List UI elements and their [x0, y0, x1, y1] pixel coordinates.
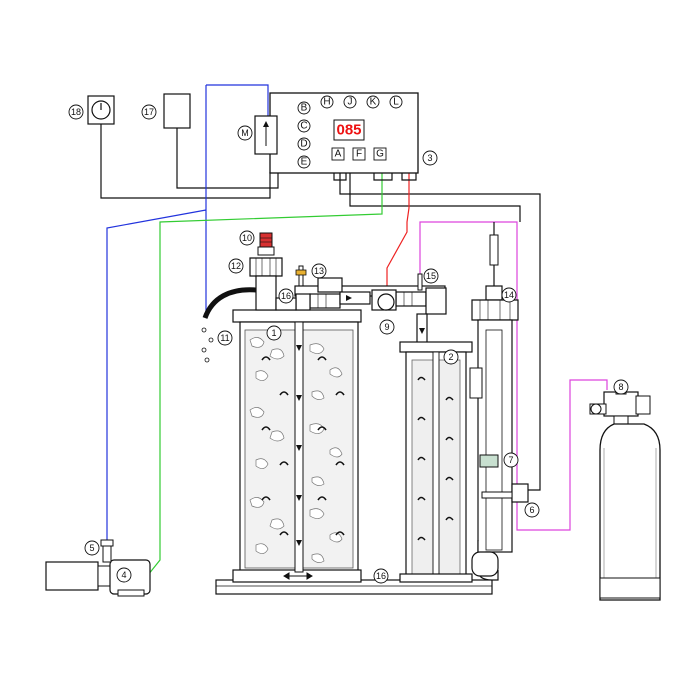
display-window [333, 119, 365, 141]
top-valve-assembly: 10 12 [228, 230, 283, 311]
callout-15: 15 [426, 271, 436, 281]
button-k[interactable]: K [370, 97, 377, 108]
callout-12: 12 [231, 261, 241, 271]
reactor-secondary-lid [399, 341, 473, 353]
callout-18: 18 [71, 107, 81, 117]
ph-probe-line [386, 172, 410, 292]
co2-cylinder: 8 [589, 379, 661, 601]
bottom-flow [283, 572, 313, 580]
recirc-pump [377, 293, 395, 311]
top-nut [249, 257, 283, 277]
controller: M H J K L B C D E 085 A F G 3 [237, 92, 438, 181]
probe-column: 7 6 14 [469, 222, 540, 581]
timer-unit: 18 [68, 95, 115, 125]
regulator [603, 391, 639, 417]
button-b[interactable]: B [301, 103, 308, 114]
button-e[interactable]: E [301, 157, 308, 168]
callout-7: 7 [508, 455, 513, 465]
union-right [395, 291, 427, 307]
button-j[interactable]: J [348, 97, 353, 108]
pump-power-line [106, 84, 269, 540]
callout-10: 10 [242, 233, 252, 243]
feed-pump: 5 4 [45, 539, 151, 597]
pump-control-line [147, 172, 383, 576]
button-d[interactable]: D [300, 139, 307, 150]
valve-13 [295, 269, 307, 276]
signal-wires [100, 124, 541, 491]
sensor-6 [511, 483, 529, 503]
callout-6: 6 [529, 505, 534, 515]
secondary-flow-arrows [417, 376, 454, 541]
callout-8: 8 [618, 382, 623, 392]
co2-line [419, 221, 608, 531]
pump-motor [45, 561, 99, 591]
flow-meter-7 [479, 454, 499, 468]
callout-9: 9 [384, 322, 389, 332]
button-f[interactable]: F [356, 149, 362, 160]
reactor-main: 1 [232, 309, 362, 583]
unit-17-box [163, 93, 191, 129]
outlet-hose: 11 [201, 287, 257, 363]
callout-16-base: 16 [376, 571, 386, 581]
outlet-hose-tube [202, 287, 257, 319]
display-value: 085 [336, 122, 361, 139]
media-pieces [249, 337, 343, 563]
module-label: M [241, 128, 249, 138]
probe-nut [471, 299, 519, 321]
unit-17-cable [176, 128, 279, 189]
callout-14: 14 [504, 290, 514, 300]
unit-17: 17 [141, 93, 191, 129]
reactor-secondary: 2 [399, 341, 473, 583]
probe-cap [485, 285, 503, 301]
callout-3: 3 [427, 153, 432, 163]
callout-13: 13 [314, 266, 324, 276]
callout-11: 11 [220, 333, 229, 343]
union-left [309, 293, 341, 309]
co2-inlet [417, 273, 423, 291]
cylinder-body [599, 423, 661, 601]
callout-16-top: 16 [281, 291, 291, 301]
probe-cable-2 [349, 172, 521, 222]
pipe-segment [339, 291, 371, 305]
callout-1: 1 [271, 328, 276, 338]
flow-arrows-down [296, 345, 302, 546]
top-valve-cap [259, 232, 273, 248]
button-h[interactable]: H [323, 97, 330, 108]
reactor-main-lid [232, 309, 362, 323]
callout-2: 2 [448, 352, 453, 362]
top-pipework: 13 9 15 16 [275, 263, 447, 345]
button-a[interactable]: A [335, 149, 342, 160]
timer-cable [100, 124, 271, 199]
flow-arrows-curved [261, 356, 345, 536]
button-l[interactable]: L [393, 97, 399, 108]
callout-4: 4 [121, 570, 126, 580]
probe-cable [339, 172, 541, 491]
top-riser [255, 275, 277, 311]
button-c[interactable]: C [300, 121, 307, 132]
probe-elbow [471, 551, 499, 577]
button-g[interactable]: G [376, 149, 384, 160]
callout-5: 5 [89, 543, 94, 553]
callout-18-circle [68, 104, 84, 120]
callout-17: 17 [144, 107, 154, 117]
